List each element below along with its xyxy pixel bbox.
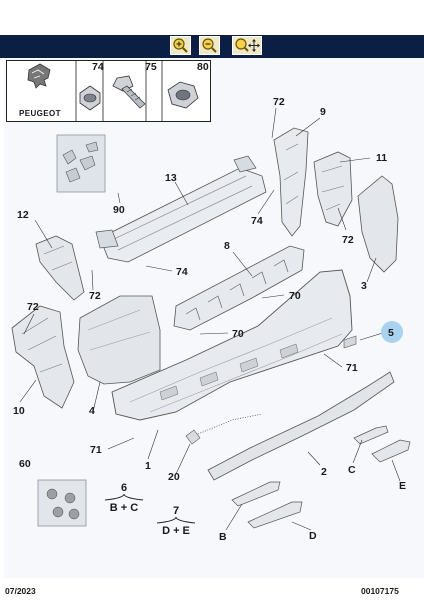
callout-1[interactable]: 1 bbox=[145, 460, 151, 472]
callout-9[interactable]: 9 bbox=[320, 106, 326, 118]
callout-71[interactable]: 71 bbox=[346, 362, 358, 374]
legend-header-75: 75 bbox=[145, 61, 157, 73]
callout-74[interactable]: 74 bbox=[176, 266, 188, 278]
cable-20 bbox=[185, 413, 263, 445]
trim-e bbox=[371, 439, 411, 463]
legend-grid bbox=[75, 60, 163, 122]
pan-zoom-icon bbox=[235, 38, 260, 52]
brand-name: PEUGEOT bbox=[19, 109, 61, 118]
callout-70[interactable]: 70 bbox=[232, 328, 244, 340]
kit-7-number[interactable]: 7 bbox=[172, 505, 180, 517]
trim-b bbox=[231, 481, 281, 507]
callout-e[interactable]: E bbox=[399, 480, 407, 492]
selected-part-halo bbox=[381, 321, 403, 343]
reflector-5 bbox=[343, 335, 357, 349]
bracket-9 bbox=[273, 127, 309, 237]
callout-72[interactable]: 72 bbox=[27, 301, 39, 313]
bracket-12 bbox=[35, 235, 85, 301]
callout-13[interactable]: 13 bbox=[165, 172, 177, 184]
callout-70[interactable]: 70 bbox=[289, 290, 301, 302]
clip-kit-90 bbox=[56, 134, 106, 193]
callout-90[interactable]: 90 bbox=[113, 204, 125, 216]
zoom-out-button[interactable] bbox=[199, 36, 220, 55]
kit-6-number[interactable]: 6 bbox=[120, 482, 128, 494]
callout-74[interactable]: 74 bbox=[251, 215, 263, 227]
callout-20[interactable]: 20 bbox=[168, 471, 180, 483]
sensor-kit-60 bbox=[37, 479, 87, 527]
callout-c[interactable]: C bbox=[348, 464, 356, 476]
footer-date: 07/2023 bbox=[5, 586, 36, 596]
trim-d bbox=[247, 501, 303, 529]
side-panel-4 bbox=[77, 295, 161, 385]
callout-d[interactable]: D bbox=[309, 530, 317, 542]
callout-71[interactable]: 71 bbox=[90, 444, 102, 456]
kit-7-formula: D + E bbox=[162, 525, 190, 537]
reinforcement-beam-13 bbox=[95, 155, 267, 263]
trim-c bbox=[353, 425, 389, 445]
fastener-80-icon bbox=[167, 81, 199, 109]
callout-12[interactable]: 12 bbox=[17, 209, 29, 221]
end-cap-3 bbox=[357, 175, 399, 273]
kit-6-formula: B + C bbox=[109, 502, 139, 514]
callout-72[interactable]: 72 bbox=[89, 290, 101, 302]
legend-header-74: 74 bbox=[92, 61, 104, 73]
zoom-in-icon bbox=[173, 38, 188, 53]
bracket-10 bbox=[11, 305, 75, 409]
callout-10[interactable]: 10 bbox=[13, 405, 25, 417]
callout-60[interactable]: 60 bbox=[19, 458, 31, 470]
callout-4[interactable]: 4 bbox=[89, 405, 95, 417]
pan-zoom-button[interactable] bbox=[232, 36, 262, 55]
absorber-8 bbox=[173, 245, 305, 331]
legend-header-80: 80 bbox=[197, 61, 209, 73]
zoom-out-icon bbox=[202, 38, 217, 53]
callout-72[interactable]: 72 bbox=[342, 234, 354, 246]
callout-72[interactable]: 72 bbox=[273, 96, 285, 108]
peugeot-logo bbox=[10, 63, 68, 119]
toolbar bbox=[0, 35, 424, 58]
callout-2[interactable]: 2 bbox=[321, 466, 327, 478]
trim-strip-2 bbox=[207, 371, 395, 481]
callout-5[interactable]: 5 bbox=[388, 327, 394, 339]
fastener-75-icon bbox=[112, 75, 146, 109]
callout-8[interactable]: 8 bbox=[224, 240, 230, 252]
bumper-skin-1 bbox=[111, 269, 353, 421]
callout-11[interactable]: 11 bbox=[376, 152, 388, 164]
side-support-11 bbox=[313, 151, 353, 227]
callout-b[interactable]: B bbox=[219, 531, 227, 543]
zoom-in-button[interactable] bbox=[170, 36, 191, 55]
fastener-74-icon bbox=[79, 85, 101, 111]
footer-reference: 00107175 bbox=[361, 586, 399, 596]
callout-3[interactable]: 3 bbox=[361, 280, 367, 292]
kit-braces bbox=[104, 493, 196, 524]
